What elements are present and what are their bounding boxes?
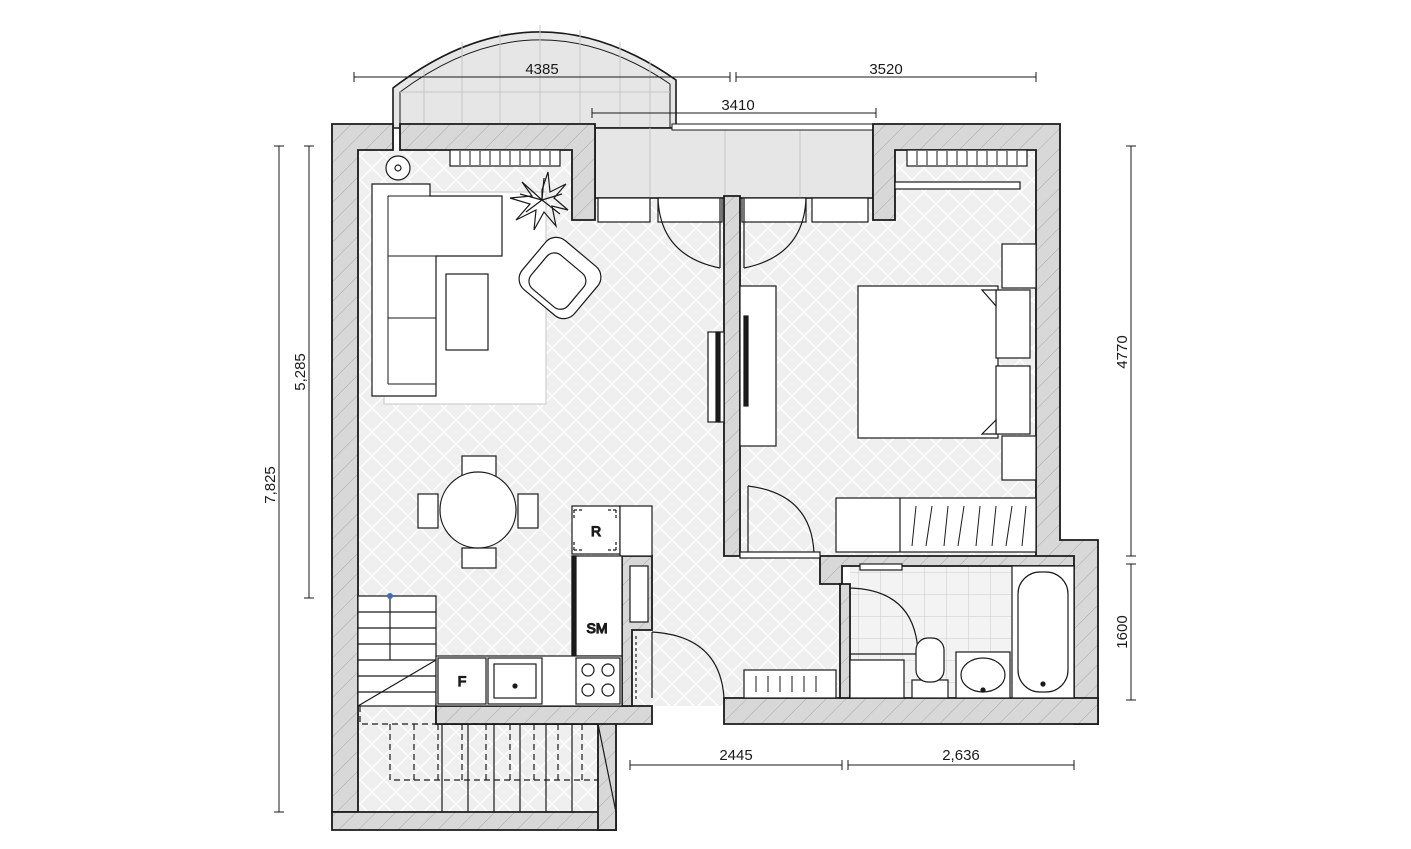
burner-icon	[581, 663, 595, 677]
wall-bottom-stair	[331, 811, 617, 831]
door-entrance[interactable]	[651, 631, 725, 699]
dim-left-outer: 7,825	[262, 466, 279, 504]
kitchen: R SM F	[435, 505, 653, 707]
shoe-rack	[629, 565, 649, 623]
bath-cabinet	[849, 659, 905, 699]
dim-top-right: 3520	[869, 61, 902, 78]
window-sill-right	[811, 197, 869, 223]
washing-machine-label: SM	[587, 620, 608, 636]
wall-bath-left	[839, 583, 851, 699]
bay-window-floor	[392, 31, 677, 129]
radiators	[449, 149, 1028, 223]
wall-bottom-right	[723, 697, 1099, 725]
double-bed	[857, 285, 999, 439]
armchair	[518, 236, 602, 320]
coffee-table	[445, 273, 489, 351]
stair-lower-flight	[359, 706, 599, 781]
walls	[331, 123, 1099, 831]
dimension-labels: 4385 3520 3410 7,825 5,285 4770 1600 244…	[262, 61, 1131, 764]
stair-upper-flight	[357, 595, 437, 707]
tall-cabinet	[619, 505, 653, 557]
staircase	[357, 593, 617, 813]
sofa	[371, 183, 503, 397]
wall-top-left	[399, 123, 596, 221]
door-balcony-left[interactable]	[657, 197, 721, 269]
dim-bottom-left: 2445	[719, 747, 752, 764]
plant-icon	[509, 171, 569, 231]
dining-chair-right	[517, 493, 539, 529]
window-sill-mid-right	[741, 197, 807, 223]
bay-tile-grid	[400, 25, 670, 128]
wall-bottom-kitchen	[435, 705, 653, 725]
door-bedroom[interactable]	[747, 485, 815, 556]
freezer	[437, 657, 487, 705]
toilet-icon	[911, 637, 949, 699]
dimension-lines	[274, 72, 1136, 813]
cooktop	[575, 657, 621, 705]
doors	[651, 197, 919, 699]
nightstand-bottom	[1001, 435, 1037, 481]
hall-wardrobe	[743, 669, 837, 699]
dim-top-left: 4385	[525, 61, 558, 78]
door-bathroom[interactable]	[849, 587, 919, 655]
wall-bath-top	[819, 555, 1075, 585]
hallway-bath	[743, 563, 1075, 699]
washing-machine	[571, 555, 623, 657]
dining-set	[417, 455, 539, 569]
nightstand-top	[1001, 243, 1037, 289]
freezer-label: F	[458, 673, 467, 689]
dining-chair-bottom	[461, 547, 497, 569]
dining-chair-left	[417, 493, 439, 529]
dim-right-lower: 1600	[1114, 615, 1131, 648]
pillow-top	[995, 289, 1031, 359]
wardrobe-hangers	[911, 505, 1027, 547]
window-sill-left	[597, 197, 651, 223]
dim-left-inner: 5,285	[292, 353, 309, 391]
dining-table	[439, 471, 517, 549]
door-balcony-right[interactable]	[743, 197, 807, 269]
towel-rail	[859, 563, 903, 571]
dim-bottom-right: 2,636	[942, 747, 980, 764]
loggia-railing	[671, 123, 891, 131]
bedroom-furniture	[835, 243, 1037, 553]
radiator-living	[449, 149, 561, 167]
tv-living	[715, 331, 721, 423]
refrigerator-label: R	[591, 523, 601, 539]
stair-post	[387, 593, 393, 599]
loggia-floor	[594, 127, 874, 199]
pillow-bottom	[995, 365, 1031, 435]
window-sill-mid-left	[657, 197, 723, 223]
dim-top-middle: 3410	[721, 97, 754, 114]
dim-right-upper: 4770	[1114, 335, 1131, 368]
living-furniture	[371, 155, 602, 569]
curtain-rail	[894, 181, 1021, 190]
tv-units	[707, 285, 777, 447]
balcony	[392, 25, 891, 199]
wardrobe	[835, 497, 1037, 553]
wall-partition	[723, 195, 741, 557]
tv-bedroom	[743, 315, 749, 407]
